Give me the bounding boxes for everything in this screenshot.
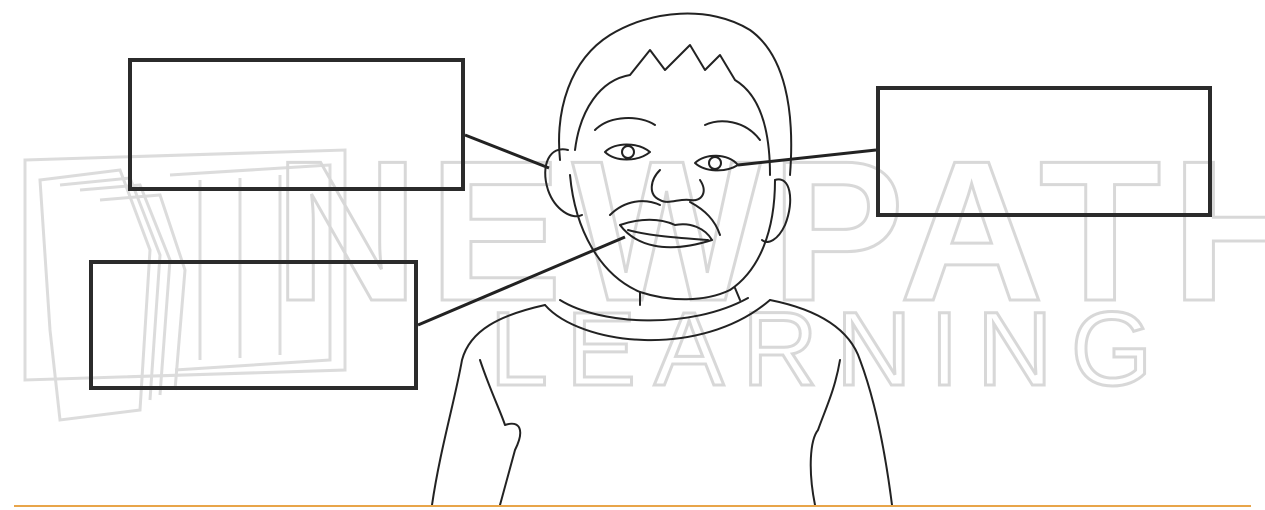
nose xyxy=(652,170,704,202)
bottom-divider xyxy=(14,505,1251,507)
label-box-mouth[interactable] xyxy=(89,260,418,390)
right-arm-line xyxy=(811,360,840,505)
shirt-left-shoulder xyxy=(432,305,545,505)
shirt-collar-inner xyxy=(560,298,748,320)
label-box-eye[interactable] xyxy=(876,86,1212,217)
neck-right xyxy=(735,288,740,300)
right-pupil xyxy=(709,157,721,169)
mouth-line xyxy=(628,230,708,240)
left-eyebrow xyxy=(595,118,655,130)
right-ear xyxy=(762,179,790,242)
left-arm-line xyxy=(480,360,520,505)
right-eyebrow xyxy=(705,121,760,140)
cheek-line-right xyxy=(690,202,720,235)
leader-line-ear xyxy=(465,135,549,168)
hairline xyxy=(575,45,770,175)
left-pupil xyxy=(622,146,634,158)
shirt-right-shoulder xyxy=(770,300,892,505)
label-box-ear[interactable] xyxy=(128,58,465,191)
leader-line-eye xyxy=(738,150,876,165)
hair-outline xyxy=(559,14,791,175)
left-ear xyxy=(545,149,582,216)
cheek-line xyxy=(610,201,660,215)
